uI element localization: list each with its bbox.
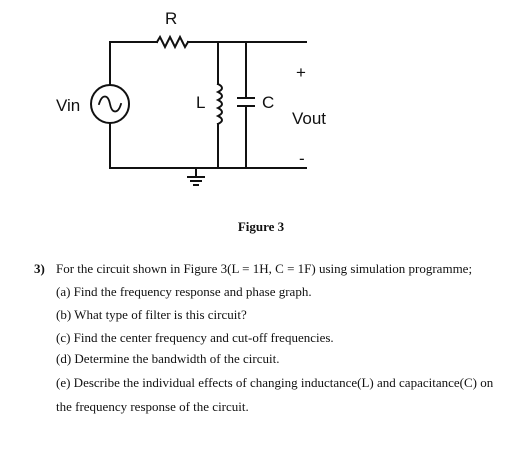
question-part-a: (a) Find the frequency response and phas… [56, 284, 312, 299]
output-plus-label: + [296, 63, 306, 82]
question-part-c: (c) Find the center frequency and cut-of… [56, 330, 334, 345]
question-stem: For the circuit shown in Figure 3(L = 1H… [56, 261, 473, 276]
output-label: Vout [292, 109, 327, 128]
source-label: Vin [56, 96, 81, 115]
question-part-e: (e) Describe the individual effects of c… [56, 375, 494, 390]
resistor-symbol [155, 34, 190, 50]
circuit-schematic [90, 34, 307, 186]
question-number: 3) [34, 261, 45, 276]
question-part-d: (d) Determine the bandwidth of the circu… [56, 351, 280, 366]
capacitor-label: C [262, 93, 275, 112]
inductor-symbol [215, 82, 223, 126]
ac-sine-wave [97, 95, 123, 113]
question-part-e-continued: the frequency response of the circuit. [56, 399, 249, 414]
question-part-b: (b) What type of filter is this circuit? [56, 307, 247, 322]
ac-source-symbol [90, 84, 130, 124]
figure-caption: Figure 3 [237, 219, 285, 234]
resistor-label: R [165, 9, 178, 28]
output-minus-label: - [299, 149, 305, 168]
inductor-label: L [196, 93, 206, 112]
